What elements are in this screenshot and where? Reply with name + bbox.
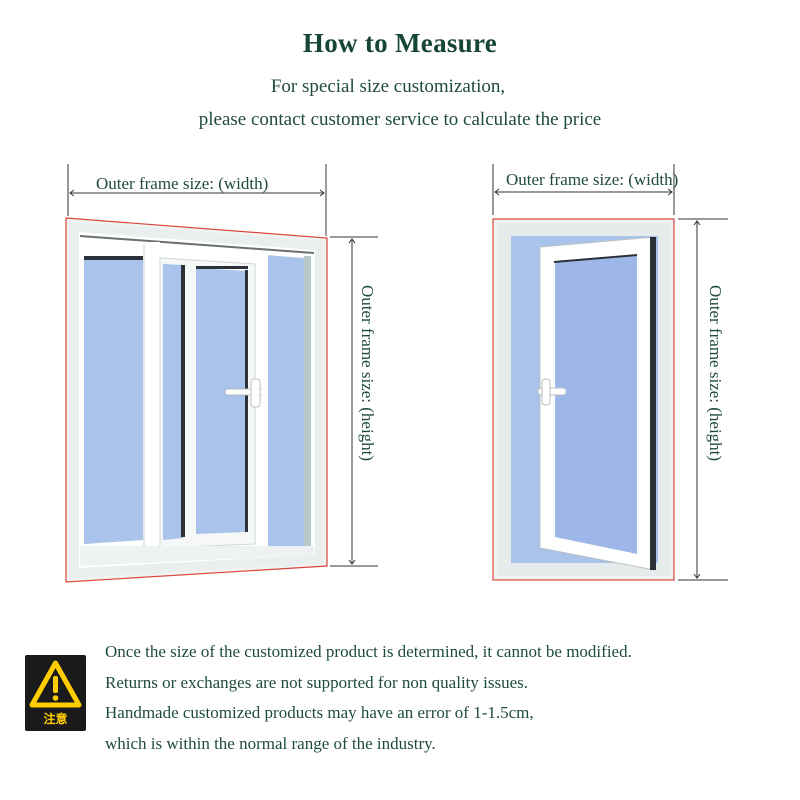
notice-text: Once the size of the customized product … <box>105 637 785 759</box>
subtitle-line-2: please contact customer service to calcu… <box>198 109 602 130</box>
warning-triangle-icon <box>29 660 82 708</box>
right-height-label: Outer frame size: (height) <box>706 285 725 461</box>
left-height-label: Outer frame size: (height) <box>358 285 377 461</box>
notice-line-1: Once the size of the customized product … <box>105 642 632 661</box>
notice-line-2: Returns or exchanges are not supported f… <box>105 672 529 692</box>
notice-line-4: which is within the normal range of the … <box>105 733 436 753</box>
sliding-window-illustration: Outer frame size: (width) Outer frame si… <box>65 164 378 583</box>
left-width-label: Outer frame size: (width) <box>96 174 268 193</box>
warning-icon: 注意 <box>25 655 86 731</box>
warning-label: 注意 <box>43 712 68 726</box>
casement-window-illustration: Outer frame size: (width) Outer frame si… <box>492 164 728 581</box>
subtitle-line-1: For special size customization, <box>270 76 506 97</box>
page-title: How to Measure <box>302 28 498 58</box>
notice-line-3: Handmade customized products may have an… <box>105 703 534 722</box>
right-width-label: Outer frame size: (width) <box>506 170 678 189</box>
